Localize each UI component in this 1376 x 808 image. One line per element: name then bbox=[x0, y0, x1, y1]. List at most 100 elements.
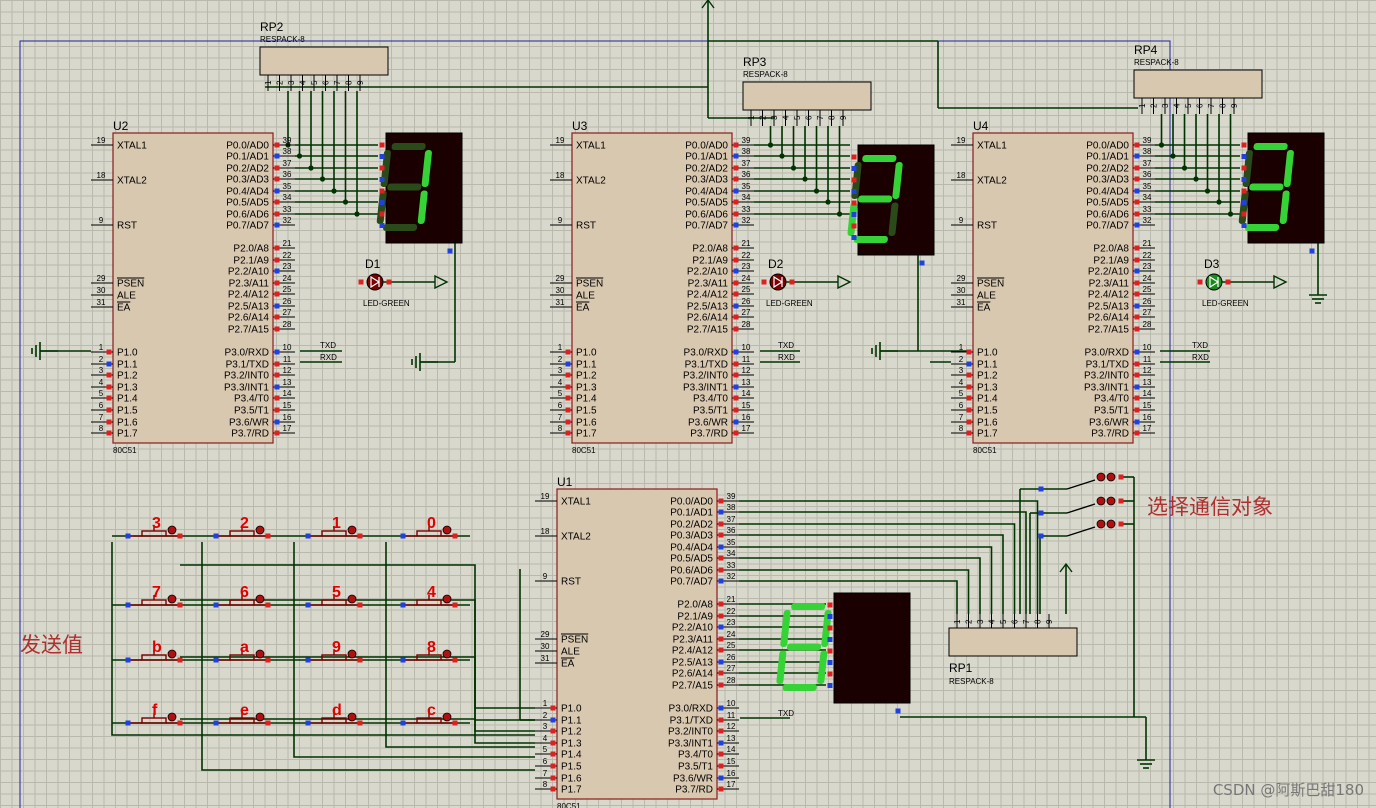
led-ref: D1 bbox=[365, 257, 381, 271]
chip-u4: U480C51XTAL119XTAL218RST9PSEN29ALE30EA31… bbox=[951, 119, 1155, 455]
pin-number: 6 bbox=[959, 401, 964, 410]
pin-marker bbox=[274, 407, 280, 413]
junction-dot bbox=[354, 211, 360, 217]
pin-number: 19 bbox=[97, 136, 106, 145]
switch-pin bbox=[1096, 519, 1106, 529]
pin-name: P0.3/AD3 bbox=[685, 175, 728, 186]
pack-pin-number: 6 bbox=[1011, 619, 1020, 624]
pin-number: 39 bbox=[727, 492, 736, 501]
pin-number: 28 bbox=[1143, 320, 1152, 329]
pin-name: P3.2/INT0 bbox=[683, 371, 728, 382]
pin-name: P2.2/A10 bbox=[1088, 267, 1130, 278]
pin-number: 10 bbox=[1143, 343, 1152, 352]
pin-marker bbox=[1134, 395, 1140, 401]
pin-name: XTAL1 bbox=[977, 141, 1007, 152]
junction-dot bbox=[319, 176, 326, 182]
pin-marker bbox=[966, 395, 972, 401]
pin-number: 35 bbox=[727, 538, 736, 547]
select-switch bbox=[1045, 472, 1134, 490]
chip-ref: U4 bbox=[973, 119, 989, 133]
led-body bbox=[1205, 273, 1223, 291]
pin-number: 35 bbox=[283, 182, 292, 191]
pin-name: P0.7/AD7 bbox=[1086, 221, 1129, 232]
segment-c bbox=[888, 202, 899, 236]
pin-marker bbox=[400, 720, 406, 726]
wire bbox=[180, 564, 535, 709]
pin-marker bbox=[550, 740, 556, 746]
pin-marker bbox=[305, 720, 311, 726]
pin-number: 24 bbox=[283, 274, 292, 283]
pin-marker bbox=[357, 533, 363, 539]
pin-marker bbox=[733, 430, 739, 436]
pin-number: 6 bbox=[99, 401, 104, 410]
pin-marker bbox=[733, 188, 739, 194]
chip-part: 80C51 bbox=[113, 446, 137, 455]
pin-number: 11 bbox=[727, 711, 736, 720]
pin-name: P3.3/INT1 bbox=[683, 383, 728, 394]
pack-body bbox=[259, 46, 389, 76]
pin-number: 2 bbox=[99, 355, 104, 364]
pin-marker bbox=[106, 384, 112, 390]
pin-marker bbox=[274, 280, 280, 286]
pin-marker bbox=[274, 211, 280, 217]
pin-marker bbox=[733, 395, 739, 401]
pin-marker bbox=[1134, 211, 1140, 217]
pin-name: P2.1/A9 bbox=[233, 256, 269, 267]
button-label: 5 bbox=[332, 584, 341, 601]
pack-pin-number: 4 bbox=[1173, 103, 1182, 108]
pin-name: P3.1/TXD bbox=[685, 360, 728, 371]
pin-number: 18 bbox=[97, 171, 106, 180]
pin-number: 19 bbox=[957, 136, 966, 145]
pin-name: P1.3 bbox=[576, 383, 597, 394]
pin-marker bbox=[966, 384, 972, 390]
pin-name: P0.5/AD5 bbox=[670, 554, 713, 565]
pin-name: P0.3/AD3 bbox=[226, 175, 269, 186]
pin-name: P3.4/T0 bbox=[678, 750, 713, 761]
pin-name: P1.5 bbox=[576, 406, 597, 417]
pin-number: 31 bbox=[556, 298, 565, 307]
pin-marker bbox=[452, 533, 458, 539]
send-value-label: 发送值 bbox=[20, 633, 83, 657]
pin-name: P0.4/AD4 bbox=[226, 187, 269, 198]
junction-dot bbox=[1193, 176, 1199, 182]
pin-number: 5 bbox=[558, 389, 563, 398]
pin-marker bbox=[265, 533, 271, 539]
pin-marker bbox=[718, 659, 724, 665]
pin-name: P2.7/A15 bbox=[672, 681, 714, 692]
pin-marker bbox=[718, 775, 724, 781]
pin-marker bbox=[718, 763, 724, 769]
pin-marker bbox=[761, 279, 767, 285]
pin-marker bbox=[565, 349, 571, 355]
pin-name: P1.4 bbox=[561, 750, 582, 761]
pin-number: 4 bbox=[558, 378, 563, 387]
pin-name: P1.0 bbox=[117, 348, 138, 359]
pin-marker bbox=[274, 349, 280, 355]
pin-number: 26 bbox=[742, 297, 751, 306]
junction-dot bbox=[813, 188, 820, 194]
pin-marker bbox=[789, 279, 795, 285]
pin-number: 16 bbox=[283, 413, 292, 422]
pin-marker bbox=[125, 602, 131, 608]
pin-number: 5 bbox=[543, 745, 548, 754]
button-pin bbox=[167, 525, 177, 535]
segment-d bbox=[782, 684, 817, 691]
pin-name: P2.2/A10 bbox=[672, 623, 714, 634]
pin-marker bbox=[274, 245, 280, 251]
pin-name: P3.6/WR bbox=[229, 418, 269, 429]
pin-marker bbox=[1134, 361, 1140, 367]
pin-marker bbox=[718, 521, 724, 527]
pin-number: 37 bbox=[1143, 159, 1152, 168]
pin-number: 21 bbox=[1143, 239, 1152, 248]
pack-pin-number: 5 bbox=[1184, 103, 1193, 108]
pin-marker bbox=[213, 720, 219, 726]
pin-marker bbox=[550, 751, 556, 757]
pin-marker bbox=[213, 657, 219, 663]
pin-marker bbox=[550, 786, 556, 792]
pin-name: P3.1/TXD bbox=[670, 716, 713, 727]
button-pin bbox=[442, 525, 452, 535]
pin-number: 36 bbox=[742, 170, 751, 179]
button-label: f bbox=[152, 702, 158, 719]
pin-name: P2.5/A13 bbox=[1088, 302, 1130, 313]
